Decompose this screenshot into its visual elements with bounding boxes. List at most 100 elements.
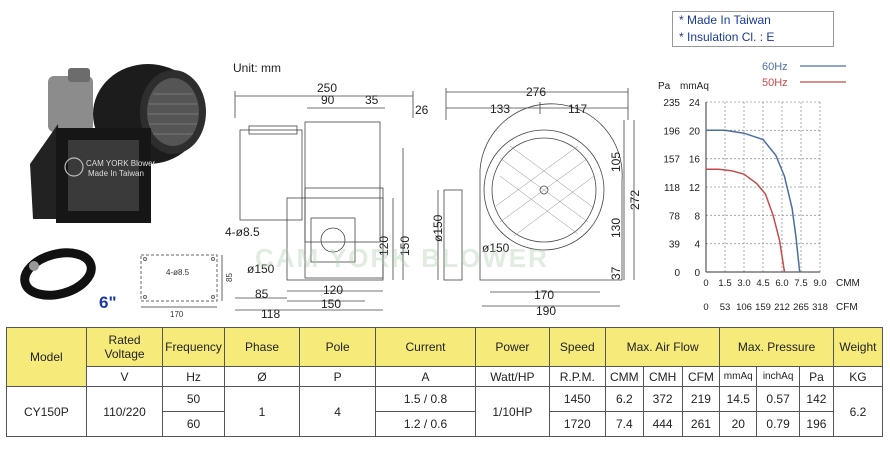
photo-label-origin: Made In Taiwan — [88, 169, 144, 178]
cell-cmm: 7.4 — [604, 411, 644, 437]
flange-ring — [20, 248, 96, 300]
tick-label-pa: 118 — [664, 183, 680, 194]
unit-phase: Ø — [223, 366, 301, 387]
tick-label-cfm: 318 — [812, 302, 828, 313]
cell-inchaq: 0.79 — [756, 411, 801, 437]
tick-label-mmaq: 16 — [689, 155, 701, 166]
cell-current: 1.2 / 0.6 — [374, 411, 477, 437]
cell-voltage: 110/220 — [85, 386, 164, 437]
tick-label-cfm: 265 — [793, 302, 809, 313]
dim-117: 117 — [568, 102, 587, 116]
dim-35: 35 — [365, 93, 379, 107]
dim-150-vertical: 150 — [398, 236, 412, 256]
tick-label-cfm: 159 — [755, 302, 771, 313]
dim-dia150-front: ø150 — [431, 214, 445, 242]
motor-body — [48, 76, 93, 132]
x-label-cmm: CMM — [836, 278, 860, 289]
unit-kg: KG — [832, 366, 884, 387]
unit-power: Watt/HP — [475, 366, 550, 387]
cell-cmh: 372 — [642, 386, 683, 412]
dim-105: 105 — [609, 152, 623, 172]
dim-250: 250 — [317, 81, 337, 95]
tick-label-cfm: 212 — [774, 302, 790, 313]
cell-weight: 6.2 — [832, 386, 884, 437]
tick-label-pa: 0 — [674, 268, 680, 279]
unit-inchaq: inchAq — [756, 366, 801, 387]
cell-cfm: 219 — [681, 386, 721, 412]
header-airflow: Max. Air Flow — [604, 327, 721, 367]
table-row: CY150P 110/220 50 1 4 1.5 / 0.8 1/10HP 1… — [6, 386, 884, 437]
tick-label-cfm: 53 — [720, 302, 731, 313]
outlet-opening — [68, 140, 139, 211]
tick-label-mmaq: 20 — [689, 126, 701, 137]
series-line-50hz — [706, 168, 786, 273]
unit-pa: Pa — [799, 366, 834, 387]
inlet-grill — [147, 78, 199, 146]
base-bracket — [30, 124, 63, 219]
front-view-drawing: 26 276 133 117 ø150 ø150 105 130 272 37 … — [415, 85, 640, 318]
header-model: Model — [6, 327, 87, 387]
flange-outline — [140, 254, 218, 302]
logo-icon — [64, 157, 84, 177]
dim-37: 37 — [609, 266, 623, 280]
dim-85: 85 — [255, 287, 269, 301]
unit-cfm: CFM — [681, 366, 721, 387]
legend-label-50hz: 50Hz — [762, 77, 788, 89]
cell-cmm: 6.2 — [604, 386, 644, 412]
tick-label-mmaq: 4 — [694, 240, 700, 251]
dim-120: 120 — [323, 283, 343, 297]
side-view-drawing: Unit: mm 250 90 35 4-ø8.5 ø150 120 150 1… — [225, 61, 414, 320]
cell-phase: 1 — [223, 386, 301, 437]
dim-26: 26 — [415, 103, 429, 117]
dim-holes: 4-ø8.5 — [225, 225, 260, 239]
tick-label-cmm: 6.0 — [775, 278, 788, 289]
cell-mmaq: 20 — [719, 411, 758, 437]
header-current: Current — [374, 327, 477, 367]
y-label-mmaq: mmAq — [680, 81, 709, 92]
cell-cmh: 444 — [642, 411, 683, 437]
tick-label-cmm: 0 — [703, 278, 708, 289]
cell-power: 1/10HP — [475, 386, 550, 437]
product-photo: CAM YORK Blower Made In Taiwan 6" — [20, 64, 206, 312]
unit-mmaq: mmAq — [719, 366, 758, 387]
series-line-60hz — [706, 129, 801, 273]
header-frequency: Frequency — [162, 327, 225, 367]
y-label-pa: Pa — [658, 81, 671, 92]
tick-label-mmaq: 24 — [689, 98, 701, 109]
cell-inchaq: 0.57 — [756, 386, 801, 412]
header-pressure: Max. Pressure — [719, 327, 834, 367]
tick-label-cmm: 9.0 — [813, 278, 826, 289]
unit-label: Unit: mm — [233, 61, 281, 75]
cell-speed: 1720 — [548, 411, 606, 437]
cell-current: 1.5 / 0.8 — [374, 386, 477, 412]
dim-272: 272 — [628, 190, 640, 210]
tick-label-pa: 235 — [663, 98, 680, 109]
table-row: 60 1.2 / 0.6 1720 7.4 444 261 20 0.79 19… — [7, 411, 883, 437]
tick-label-mmaq: 0 — [694, 268, 700, 279]
tick-label-pa: 39 — [669, 240, 681, 251]
unit-frequency: Hz — [162, 366, 225, 387]
cell-speed: 1450 — [548, 386, 606, 412]
cell-model: CY150P — [6, 386, 87, 437]
unit-voltage: V — [85, 366, 164, 387]
unit-speed: R.P.M. — [548, 366, 606, 387]
note-insulation: * Insulation Cl. : E — [679, 30, 775, 44]
dim-133: 133 — [490, 102, 510, 116]
notes-box: * Made In Taiwan * Insulation Cl. : E — [672, 11, 834, 47]
legend-label-60hz: 60Hz — [762, 61, 788, 73]
tick-label-cmm: 1.5 — [718, 278, 731, 289]
tick-label-pa: 196 — [663, 126, 680, 137]
flange-hole-label: 4-ø8.5 — [166, 268, 190, 277]
flange-drawing: 4-ø8.5 85 170 — [140, 254, 234, 319]
unit-cmh: CMH — [642, 366, 683, 387]
motor-cap — [68, 68, 90, 82]
dim-90: 90 — [321, 93, 335, 107]
unit-current: A — [374, 366, 477, 387]
size-label: 6" — [99, 293, 117, 312]
dim-276: 276 — [526, 85, 546, 99]
cell-frequency: 50 — [162, 386, 225, 412]
header-weight: Weight — [832, 327, 884, 367]
dim-150: 150 — [321, 297, 341, 311]
cell-pa: 196 — [799, 411, 834, 437]
